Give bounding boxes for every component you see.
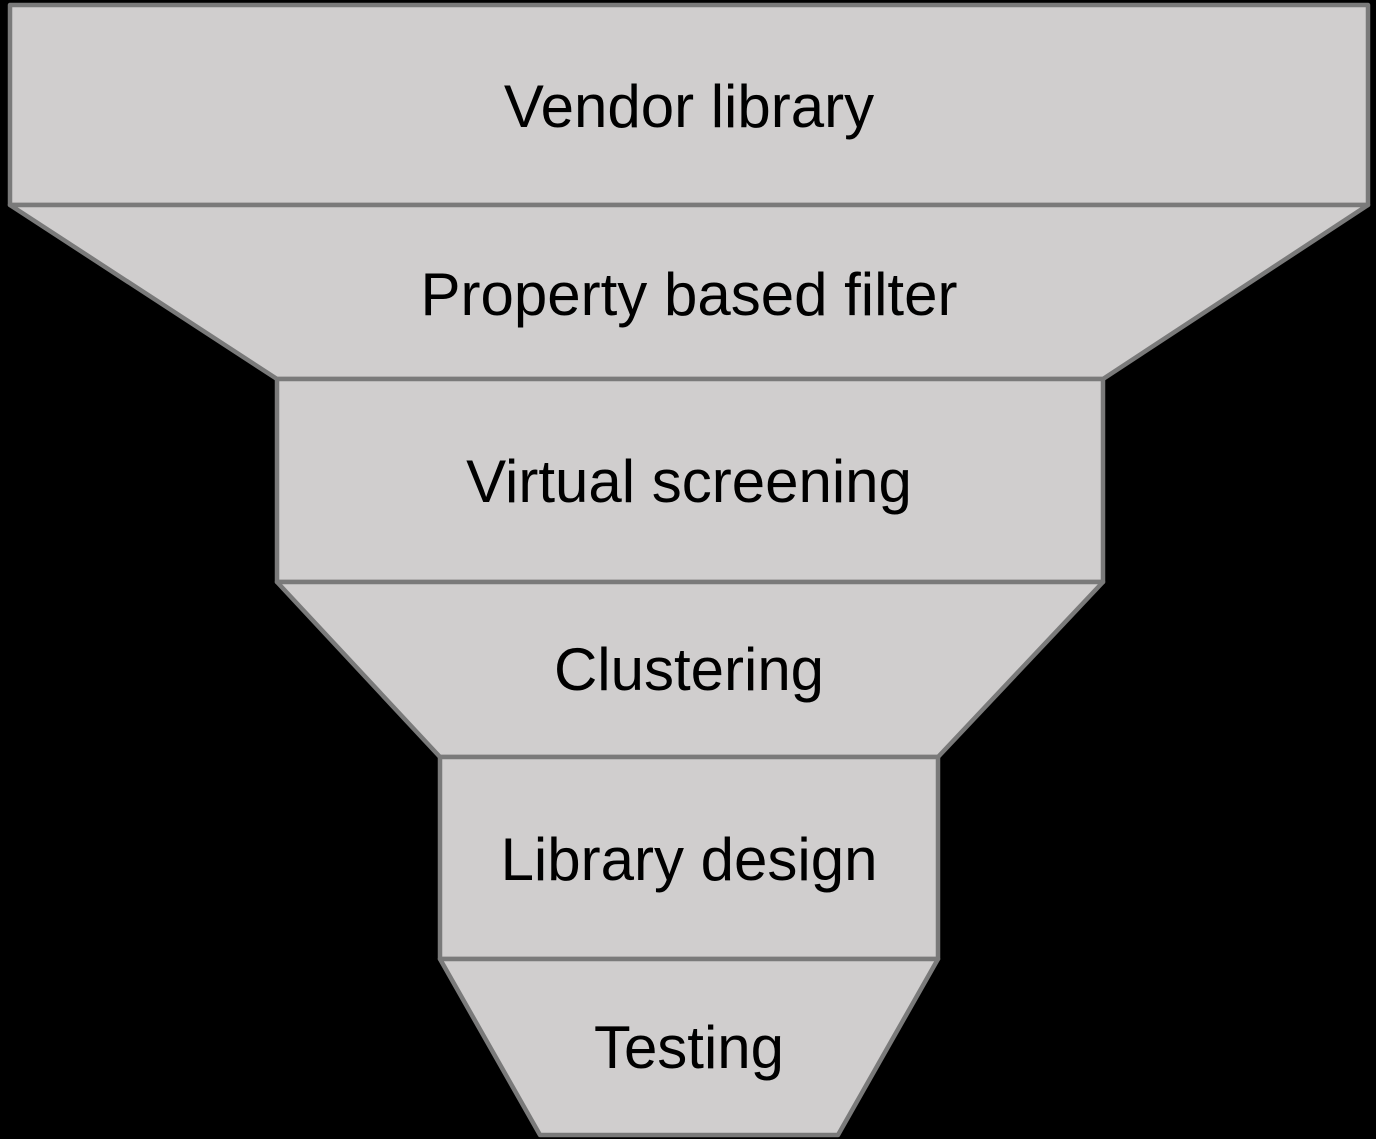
segment-shape-testing — [437, 956, 941, 1138]
funnel-segment-library-design: Library design — [437, 754, 941, 962]
funnel-segment-property-based-filter: Property based filter — [7, 202, 1371, 382]
segment-label-virtual-screening: Virtual screening — [466, 448, 912, 515]
funnel-segment-clustering: Clustering — [274, 579, 1106, 760]
funnel-segment-vendor-library: Vendor library — [7, 2, 1371, 208]
funnel-segment-testing: Testing — [437, 956, 941, 1138]
segment-label-library-design: Library design — [501, 826, 878, 893]
funnel-segment-virtual-screening: Virtual screening — [274, 376, 1106, 585]
segment-label-property-based-filter: Property based filter — [421, 261, 958, 328]
segment-label-clustering: Clustering — [554, 636, 824, 703]
segment-label-vendor-library: Vendor library — [504, 73, 874, 140]
segment-label-testing: Testing — [594, 1014, 784, 1081]
